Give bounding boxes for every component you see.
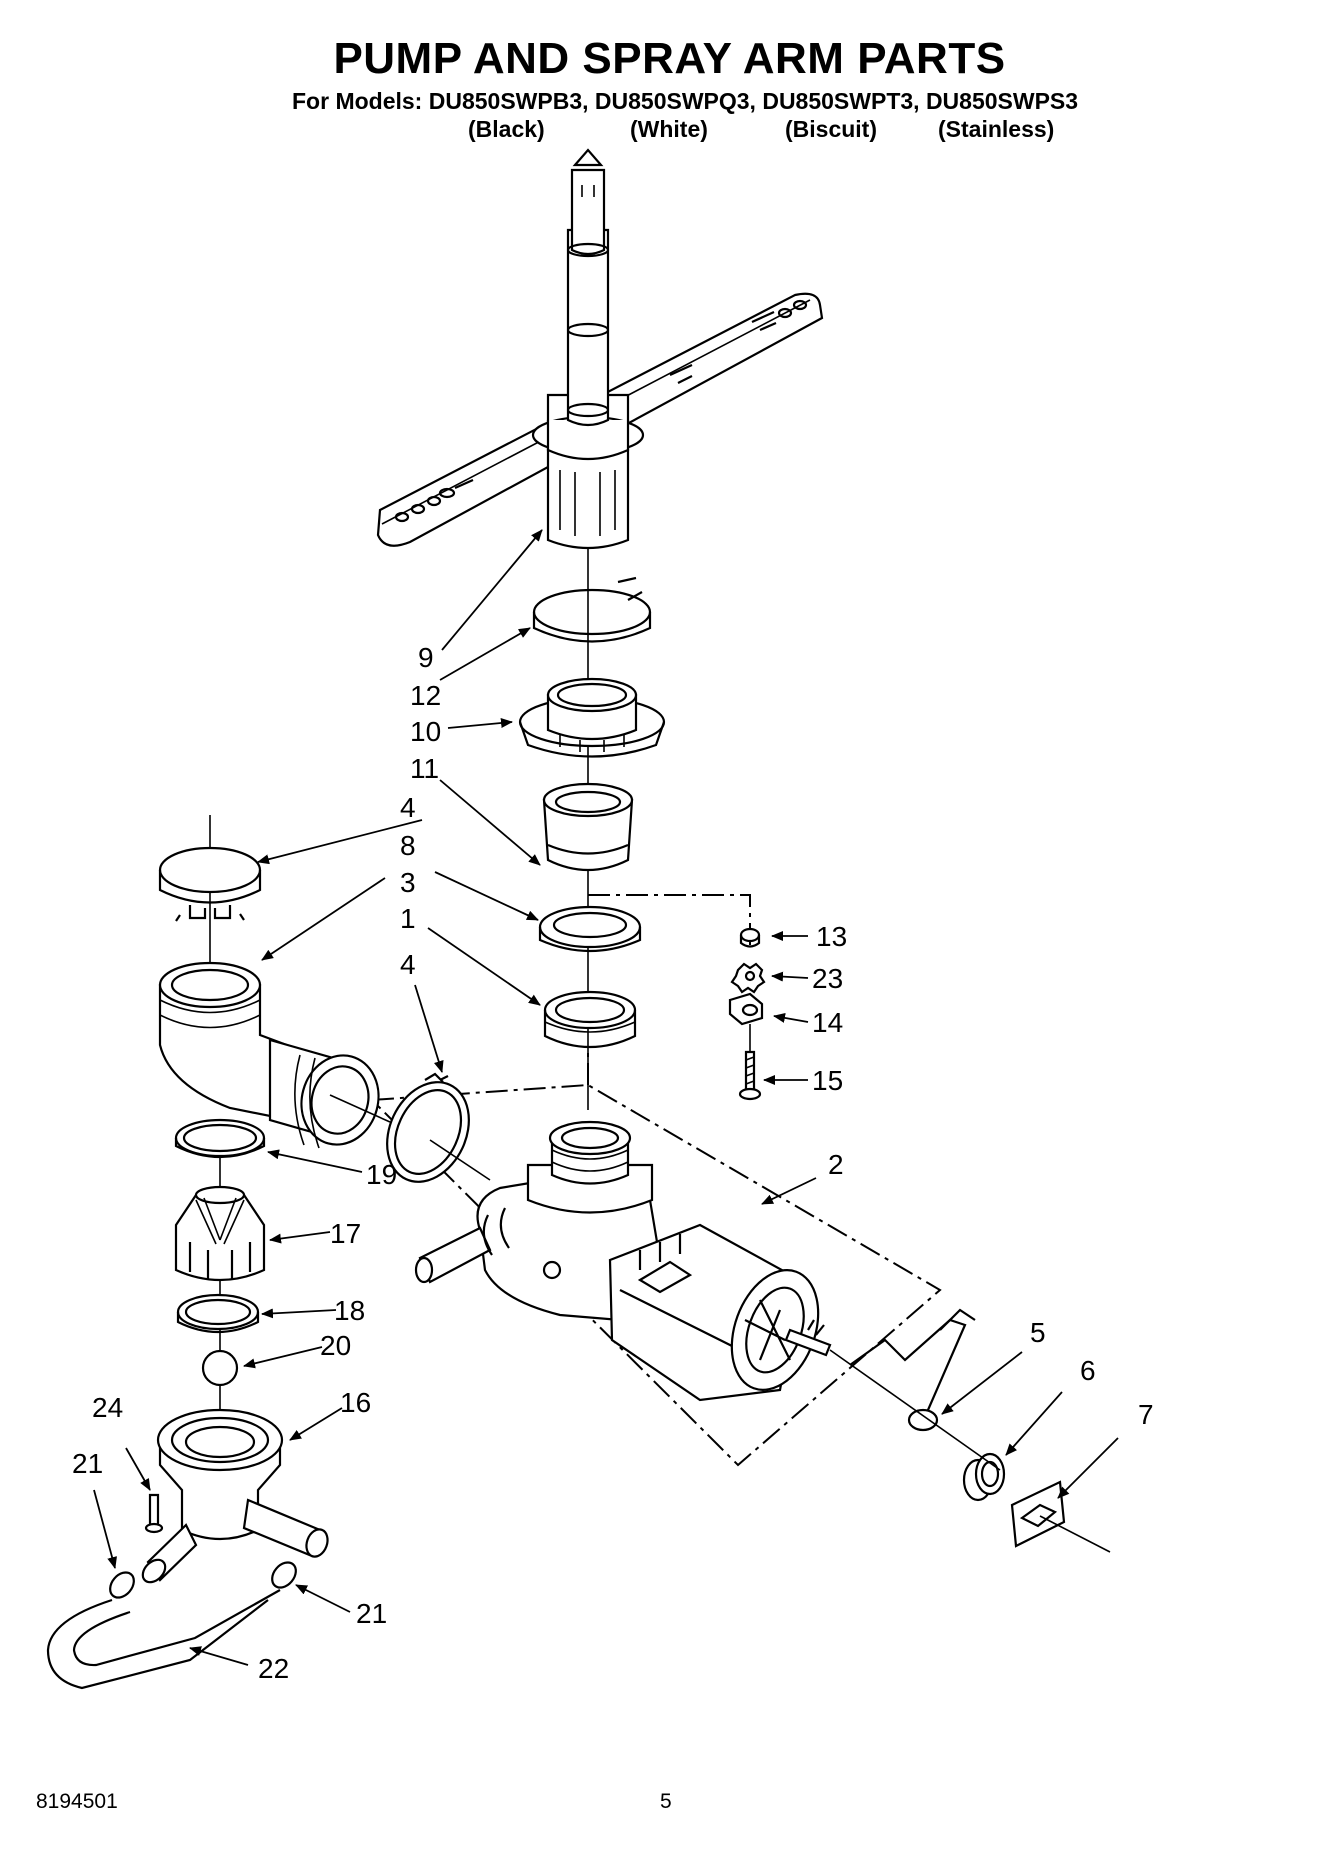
sump-housing-part	[141, 1408, 329, 1584]
plate-gasket-part	[1010, 1480, 1111, 1553]
drain-hose-part	[46, 1589, 281, 1690]
models-line: For Models: DU850SWPB3, DU850SWPQ3, DU85…	[292, 88, 1079, 114]
nut-part	[739, 927, 761, 948]
page-number: 5	[660, 1790, 672, 1813]
callout-9: 9	[418, 642, 434, 673]
hose-clamp-small-left-part	[109, 1571, 135, 1599]
callout-21-left: 21	[72, 1448, 103, 1479]
color-label-white: (White)	[630, 116, 708, 142]
callout-17: 17	[330, 1218, 361, 1249]
callout-2: 2	[828, 1149, 844, 1180]
callout-24: 24	[92, 1392, 123, 1423]
spray-arm-part	[376, 148, 824, 550]
callout-12: 12	[410, 680, 441, 711]
wire-clip-part	[849, 1308, 976, 1432]
callout-20: 20	[320, 1330, 351, 1361]
hose-clamp-small-right-part	[271, 1561, 297, 1589]
callout-14: 14	[812, 1007, 843, 1038]
pump-motor-part	[414, 1120, 832, 1402]
spray-arm-support-part	[518, 677, 666, 758]
callout-13: 13	[816, 921, 847, 952]
gasket-part	[543, 990, 637, 1049]
color-label-biscuit: (Biscuit)	[785, 116, 877, 142]
callout-23: 23	[812, 963, 843, 994]
filter-screen-part	[174, 1185, 266, 1282]
bearing-part	[962, 1452, 1006, 1502]
hose-clamp-top-part	[158, 846, 262, 922]
callout-22: 22	[258, 1653, 289, 1684]
color-label-stainless: (Stainless)	[938, 116, 1055, 142]
callout-11: 11	[410, 753, 439, 784]
page-title: PUMP AND SPRAY ARM PARTS	[333, 34, 1006, 83]
callout-4-top: 4	[400, 792, 416, 823]
o-ring-top-part	[174, 1118, 266, 1159]
callout-10: 10	[410, 716, 441, 747]
screw-part	[738, 1050, 762, 1101]
bracket-part	[728, 992, 764, 1026]
callout-6: 6	[1080, 1355, 1096, 1386]
retaining-ring-part	[532, 576, 652, 643]
seal-part	[538, 905, 642, 953]
o-ring-bottom-part	[176, 1293, 260, 1334]
callout-19: 19	[366, 1159, 397, 1190]
callout-3: 3	[400, 867, 416, 898]
callout-18: 18	[334, 1295, 365, 1326]
check-ball-part	[201, 1349, 239, 1387]
callout-1: 1	[400, 903, 416, 934]
color-label-black: (Black)	[468, 116, 545, 142]
star-washer-part	[730, 962, 766, 994]
document-number: 8194501	[36, 1790, 118, 1813]
callout-21-right: 21	[356, 1598, 387, 1629]
callout-7: 7	[1138, 1399, 1154, 1430]
elbow-hose-part	[158, 961, 391, 1149]
callout-8: 8	[400, 830, 416, 861]
pump-assembly-box	[369, 1083, 942, 1467]
callout-15: 15	[812, 1065, 843, 1096]
callout-4-bottom: 4	[400, 949, 416, 980]
hose-clamp-bottom-part	[386, 1072, 491, 1183]
callout-16: 16	[340, 1387, 371, 1418]
callout-5: 5	[1030, 1317, 1046, 1348]
filter-cup-part	[542, 782, 634, 872]
